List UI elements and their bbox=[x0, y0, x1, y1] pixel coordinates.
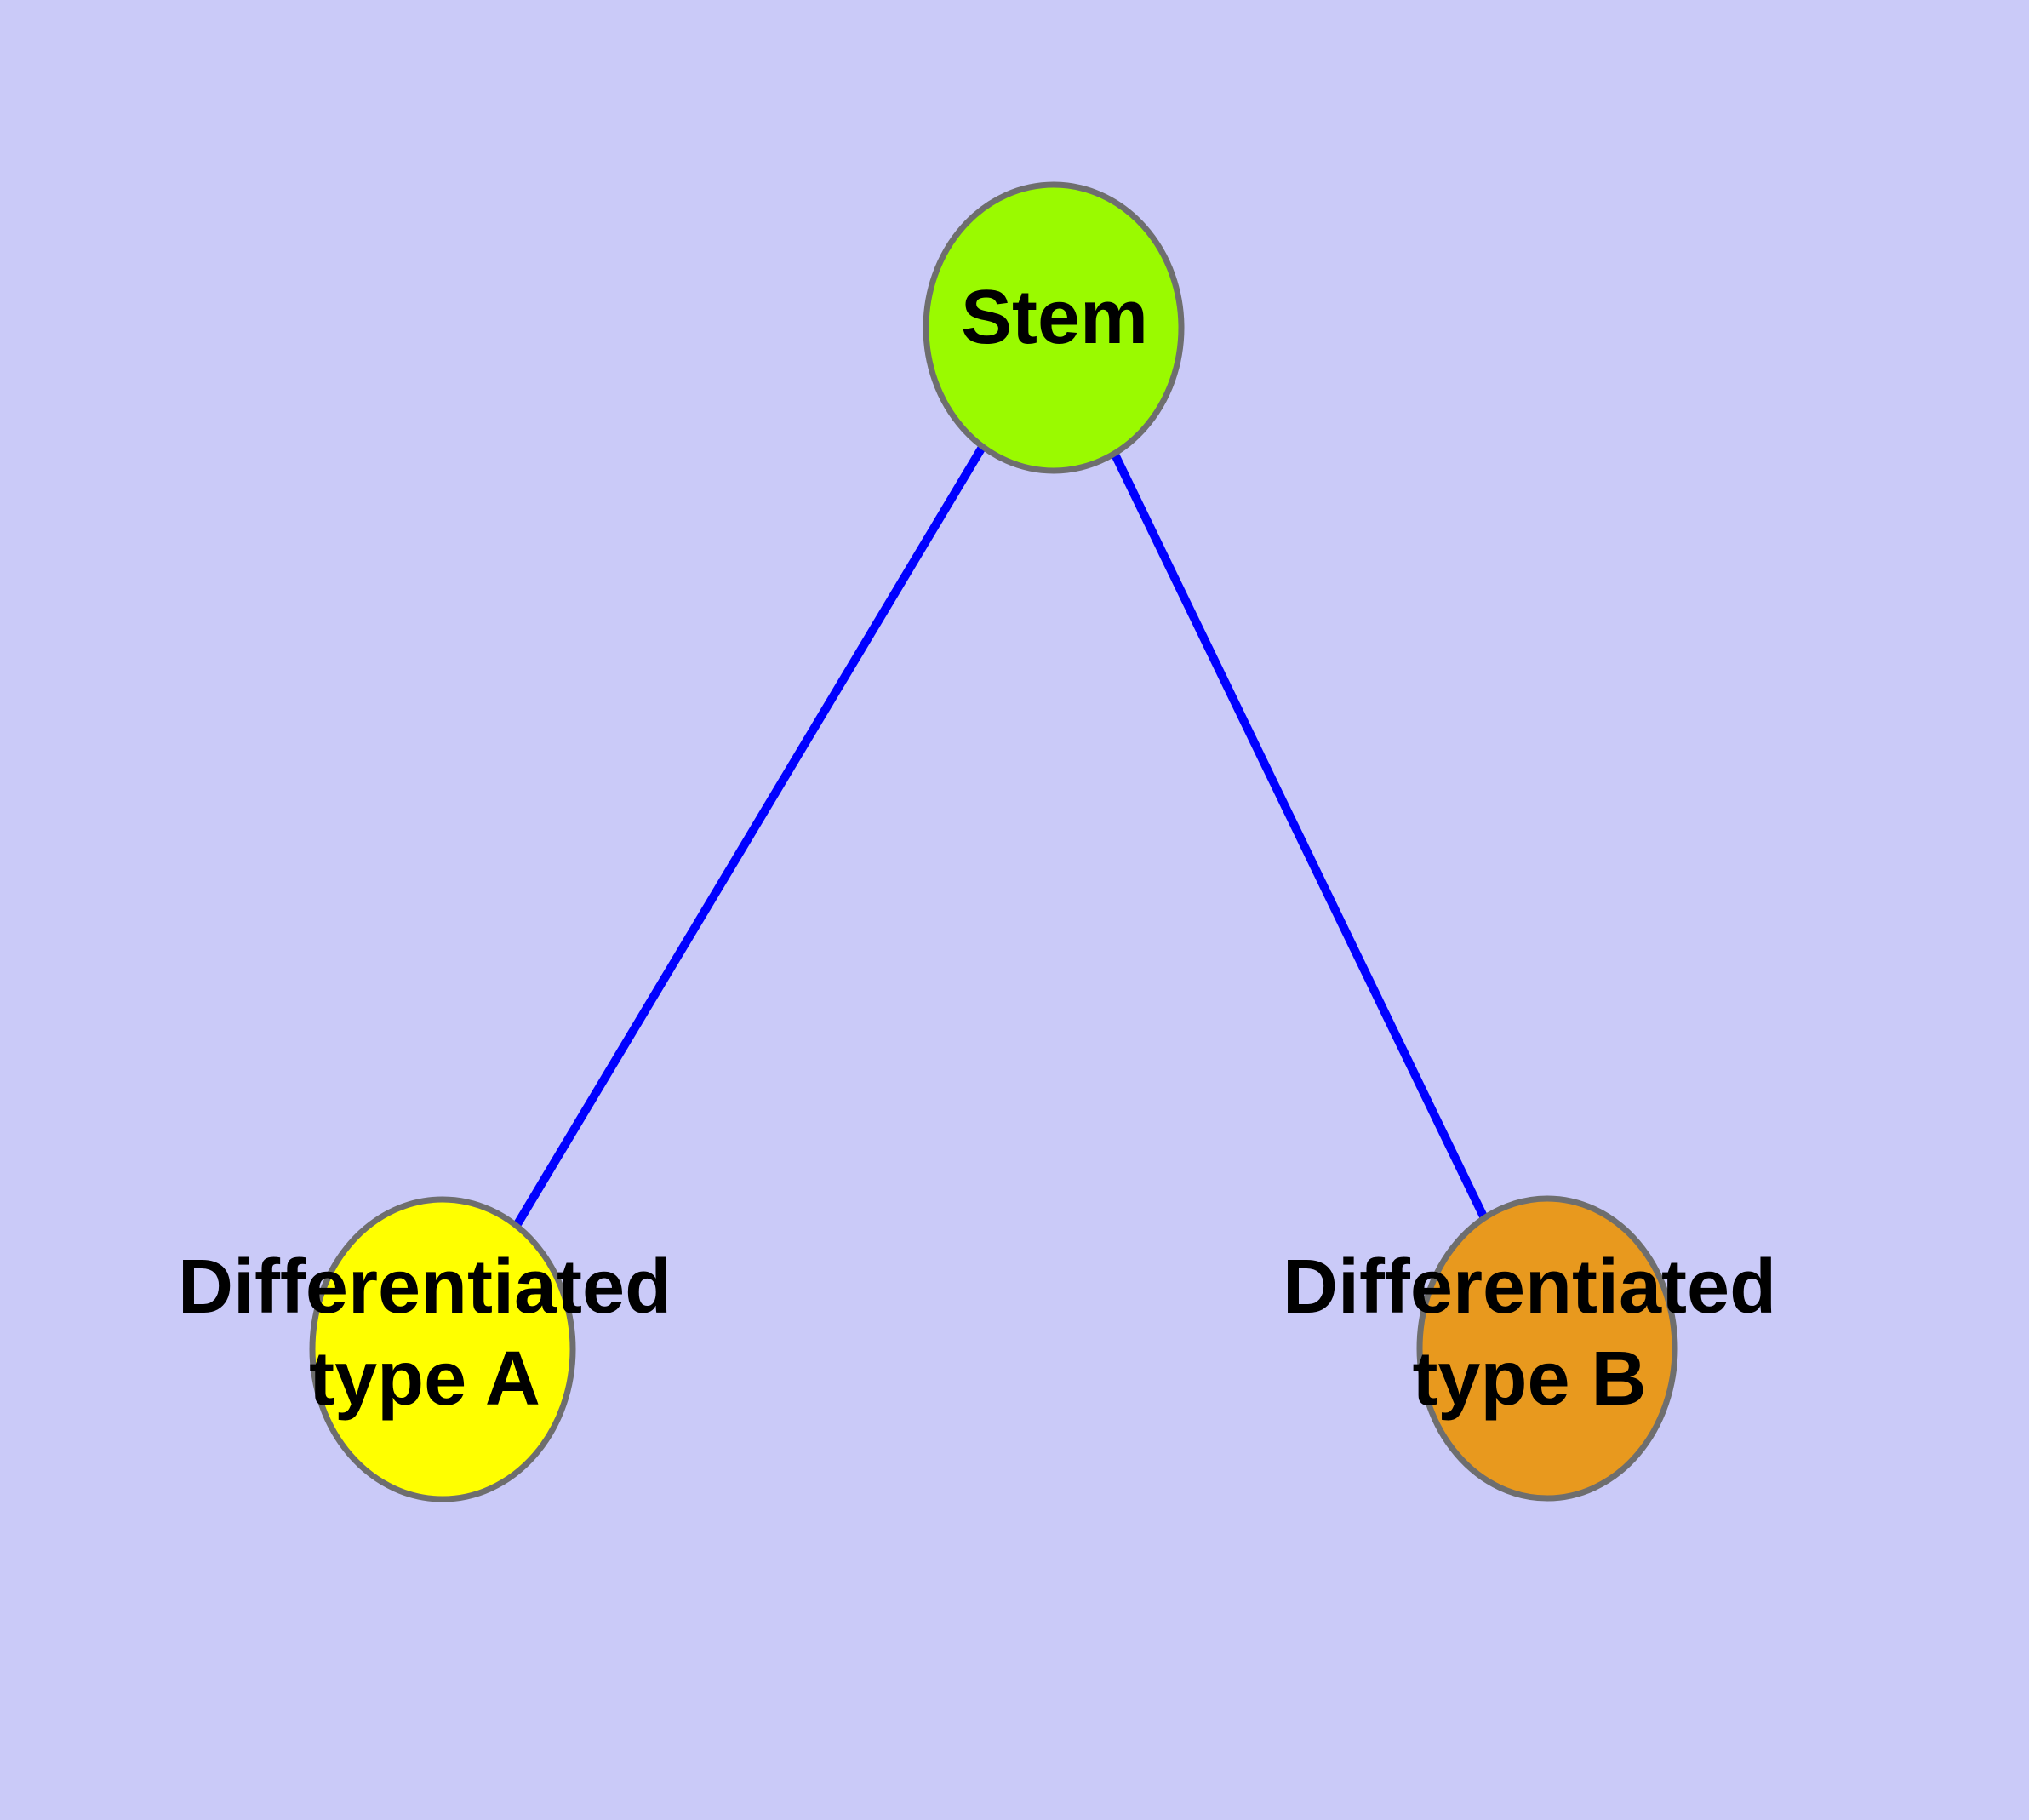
node-label-type-a-line1: Differentiated bbox=[177, 1245, 672, 1330]
edge-stem-to-type-b bbox=[1049, 325, 1552, 1351]
node-label-type-b-line1: Differentiated bbox=[1282, 1245, 1777, 1330]
node-label-type-b-line2: type B bbox=[1412, 1336, 1647, 1422]
node-label-type-b: Differentiated type B bbox=[1283, 1241, 1776, 1425]
node-type-a bbox=[309, 1196, 576, 1502]
node-label-stem: Stem bbox=[961, 272, 1148, 363]
node-stem bbox=[923, 181, 1185, 474]
node-label-stem-text: Stem bbox=[960, 275, 1149, 360]
node-type-b bbox=[1416, 1195, 1678, 1502]
node-label-type-a: Differentiated type A bbox=[178, 1241, 672, 1425]
edge-stem-to-type-a bbox=[438, 325, 1058, 1352]
node-label-type-a-line2: type A bbox=[309, 1336, 540, 1422]
